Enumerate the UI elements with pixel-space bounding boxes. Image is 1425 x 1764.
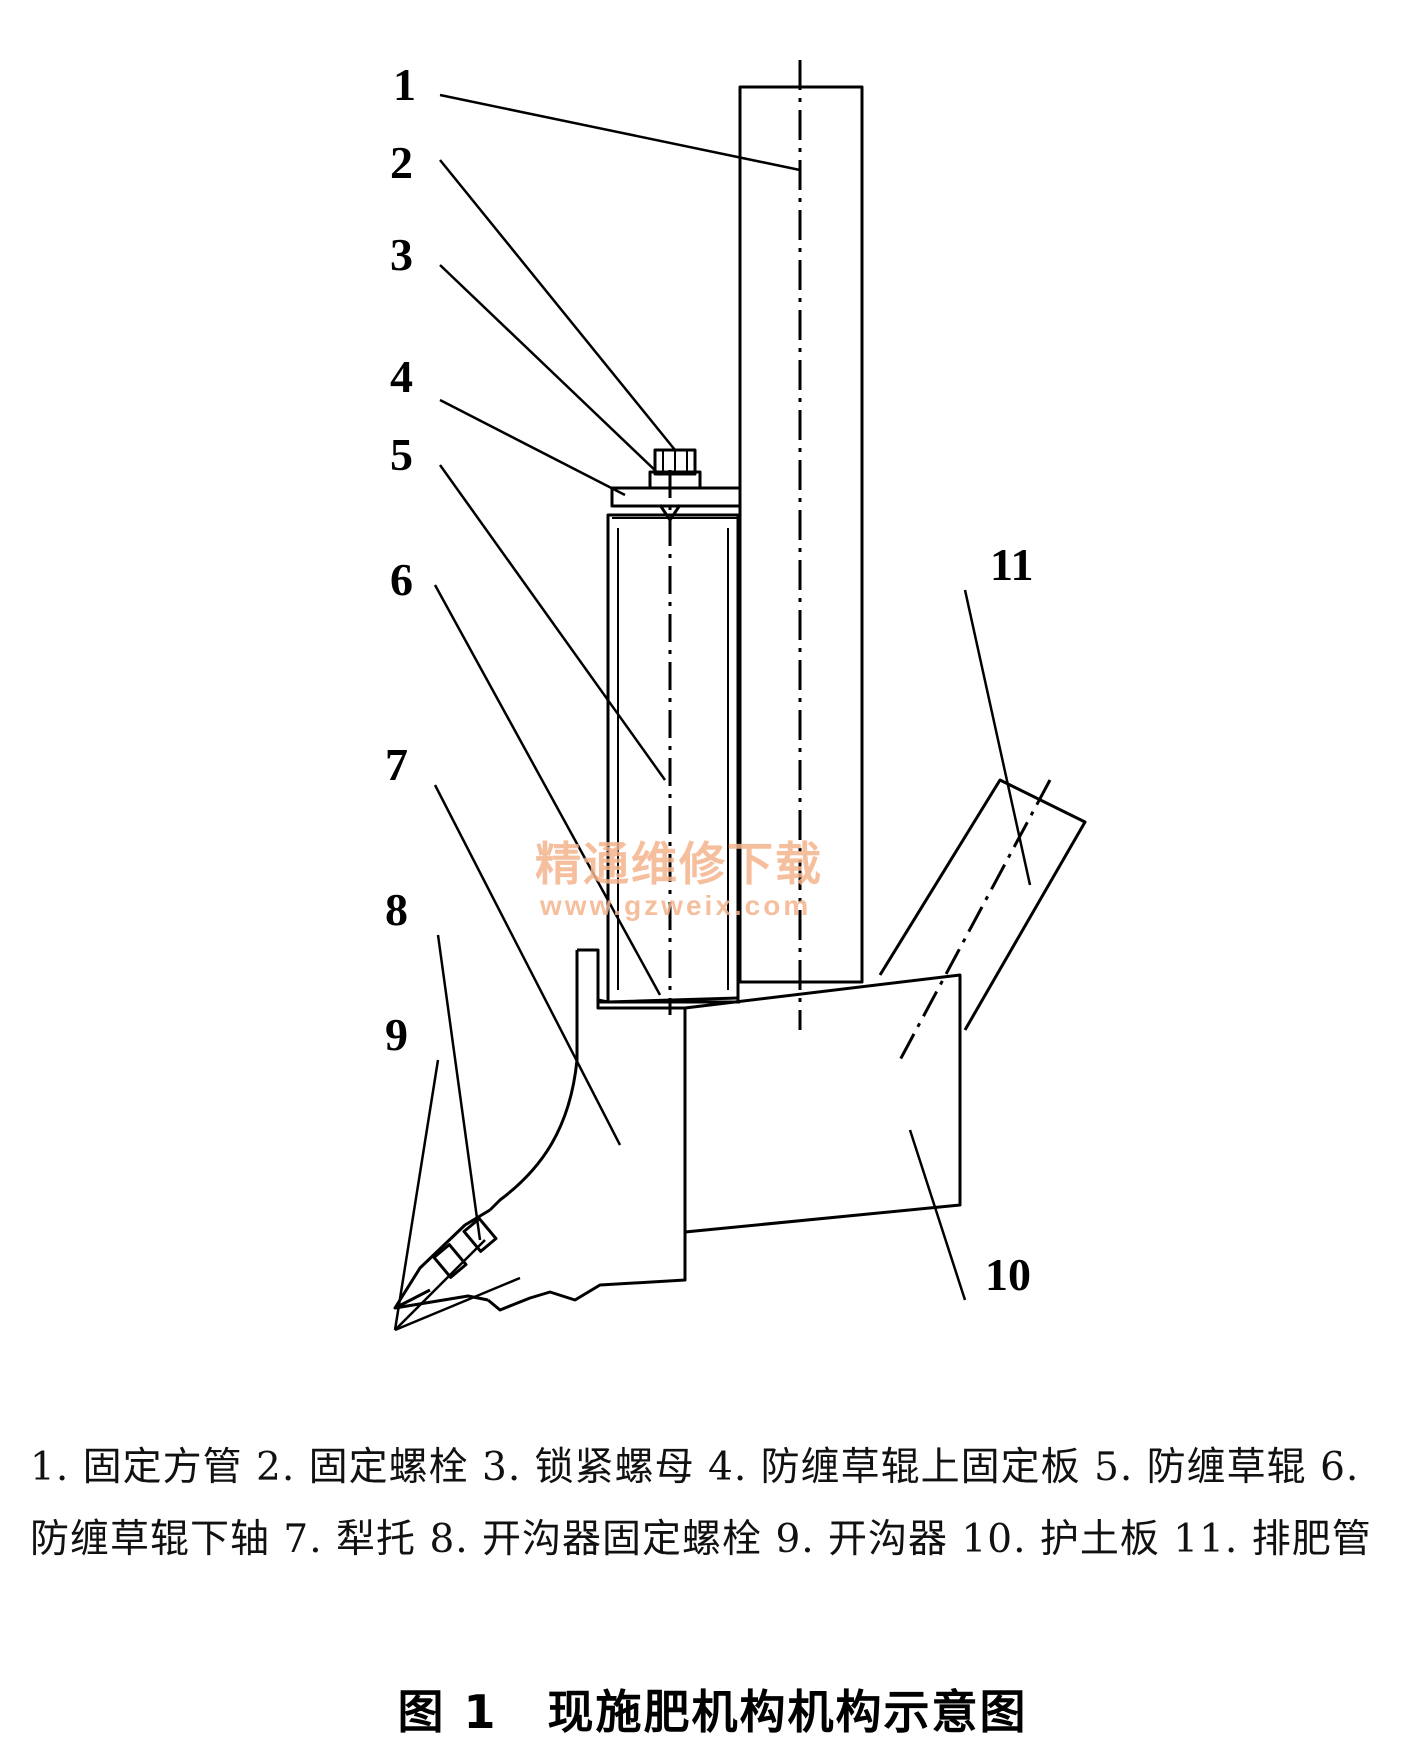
legend-item: 2. 固定螺栓	[256, 1445, 469, 1490]
leader-1	[439, 93, 801, 172]
figure-caption: 图 1 现施肥机构机构示意图	[0, 1676, 1425, 1742]
plow-holder	[487, 948, 687, 1312]
figure-number: 图 1	[397, 1685, 498, 1739]
callout-11: 11	[990, 539, 1033, 590]
callout-4: 4	[390, 351, 413, 402]
opener-fixing-bolt-2	[432, 1243, 468, 1279]
mechanism-diagram: 1 2 3 4 5 6 7 8 9 10 11 精通维修下载 www.gzwei…	[385, 59, 1087, 1332]
leader-7	[433, 784, 622, 1146]
callout-9: 9	[385, 1009, 408, 1060]
furrow-opener	[393, 1208, 491, 1310]
callout-5: 5	[390, 429, 413, 480]
leader-6	[433, 584, 662, 996]
legend-item: 8. 开沟器固定螺栓	[429, 1517, 763, 1562]
callout-8: 8	[385, 884, 408, 935]
leader-4	[439, 398, 626, 497]
legend-item: 6. 防缠草辊下轴	[30, 1445, 1360, 1562]
soil-guard-plate	[683, 973, 962, 1234]
legend: 1. 固定方管 2. 固定螺栓 3. 锁紧螺母 4. 防缠草辊上固定板 5. 防…	[30, 1432, 1400, 1576]
bolt-tip	[658, 504, 682, 522]
leader-5	[438, 464, 667, 781]
legend-item: 3. 锁紧螺母	[482, 1445, 695, 1490]
callout-6: 6	[390, 554, 413, 605]
callout-7: 7	[385, 739, 408, 790]
watermark-text: 精通维修下载	[535, 837, 823, 891]
callout-3: 3	[390, 229, 413, 280]
callout-10: 10	[985, 1249, 1031, 1300]
legend-item: 11. 排肥管	[1173, 1517, 1372, 1562]
legend-item: 9. 开沟器	[775, 1517, 949, 1562]
anti-wrap-roller	[606, 513, 740, 1004]
legend-item: 4. 防缠草辊上固定板	[708, 1445, 1081, 1490]
fertilizer-tube	[878, 778, 1087, 1031]
leader-9b	[394, 1239, 486, 1331]
watermark-url: www.gzweix.com	[539, 890, 811, 921]
upper-fixing-plate	[610, 486, 742, 508]
leader-2	[439, 159, 676, 451]
lock-nut	[648, 470, 702, 490]
figure-title: 现施肥机构机构示意图	[547, 1685, 1028, 1739]
legend-item: 7. 犁托	[283, 1517, 417, 1562]
leader-3	[439, 264, 661, 476]
plow-holder-curve	[488, 950, 579, 1212]
opener-fixing-bolt-1	[462, 1217, 498, 1253]
legend-item: 10. 护土板	[961, 1517, 1160, 1562]
leader-10	[908, 1129, 967, 1301]
opener-tip-lower	[394, 1288, 431, 1310]
callout-2: 2	[390, 137, 413, 188]
legend-item: 1. 固定方管	[30, 1445, 243, 1490]
callout-1: 1	[393, 59, 416, 110]
leader-9c	[394, 1276, 521, 1332]
fertilizer-tube-centerline	[898, 779, 1052, 1061]
leader-11	[963, 589, 1032, 886]
legend-item: 5. 防缠草辊	[1094, 1445, 1307, 1490]
lower-shaft-bracket	[596, 990, 739, 1004]
leader-8	[436, 934, 482, 1241]
leader-9a	[393, 1059, 440, 1331]
